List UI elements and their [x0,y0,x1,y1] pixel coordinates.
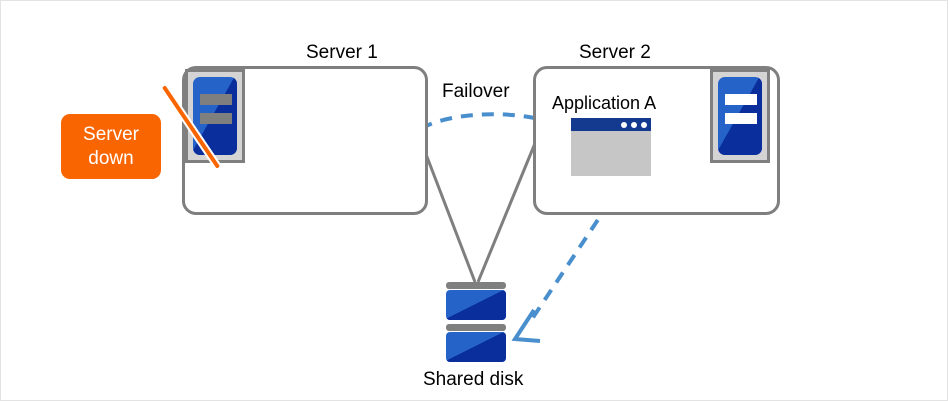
application-window-icon [571,118,651,176]
failover-arrow-icon [403,112,548,144]
failover-label: Failover [442,81,510,102]
disk-plate-1-shade [446,290,506,320]
status-badge-line1: Server [83,123,139,145]
status-badge: Server down [61,114,161,179]
server-running-icon [710,69,770,163]
application-label: Application A [552,93,657,113]
server-down-icon [159,69,245,172]
window-dot-2-icon [631,122,637,128]
disk-stack-icon [446,282,506,362]
disk-plate-2 [446,332,506,362]
server2-icon-bar-1 [725,94,757,105]
server2-icon-bar-2 [725,113,757,124]
disk-cap-2 [446,324,506,331]
server2-title: Server 2 [579,42,651,63]
window-dot-1-icon [621,122,627,128]
connector-server1-to-disk [417,135,477,283]
app-to-disk-arrowhead-icon [511,308,541,343]
server1-title: Server 1 [306,42,378,63]
server2-icon-body [718,77,762,155]
window-dot-3-icon [641,122,647,128]
disk-plate-2-shade [446,332,506,362]
disk-plate-1 [446,290,506,320]
connector-server2-to-disk [476,135,540,283]
disk-cap-1 [446,282,506,289]
application-titlebar [571,118,651,131]
status-badge-line2: down [88,147,134,169]
server1-icon-bar-2 [200,113,232,124]
shared-disk-label: Shared disk [423,369,524,390]
server1-icon-bar-1 [200,94,232,105]
